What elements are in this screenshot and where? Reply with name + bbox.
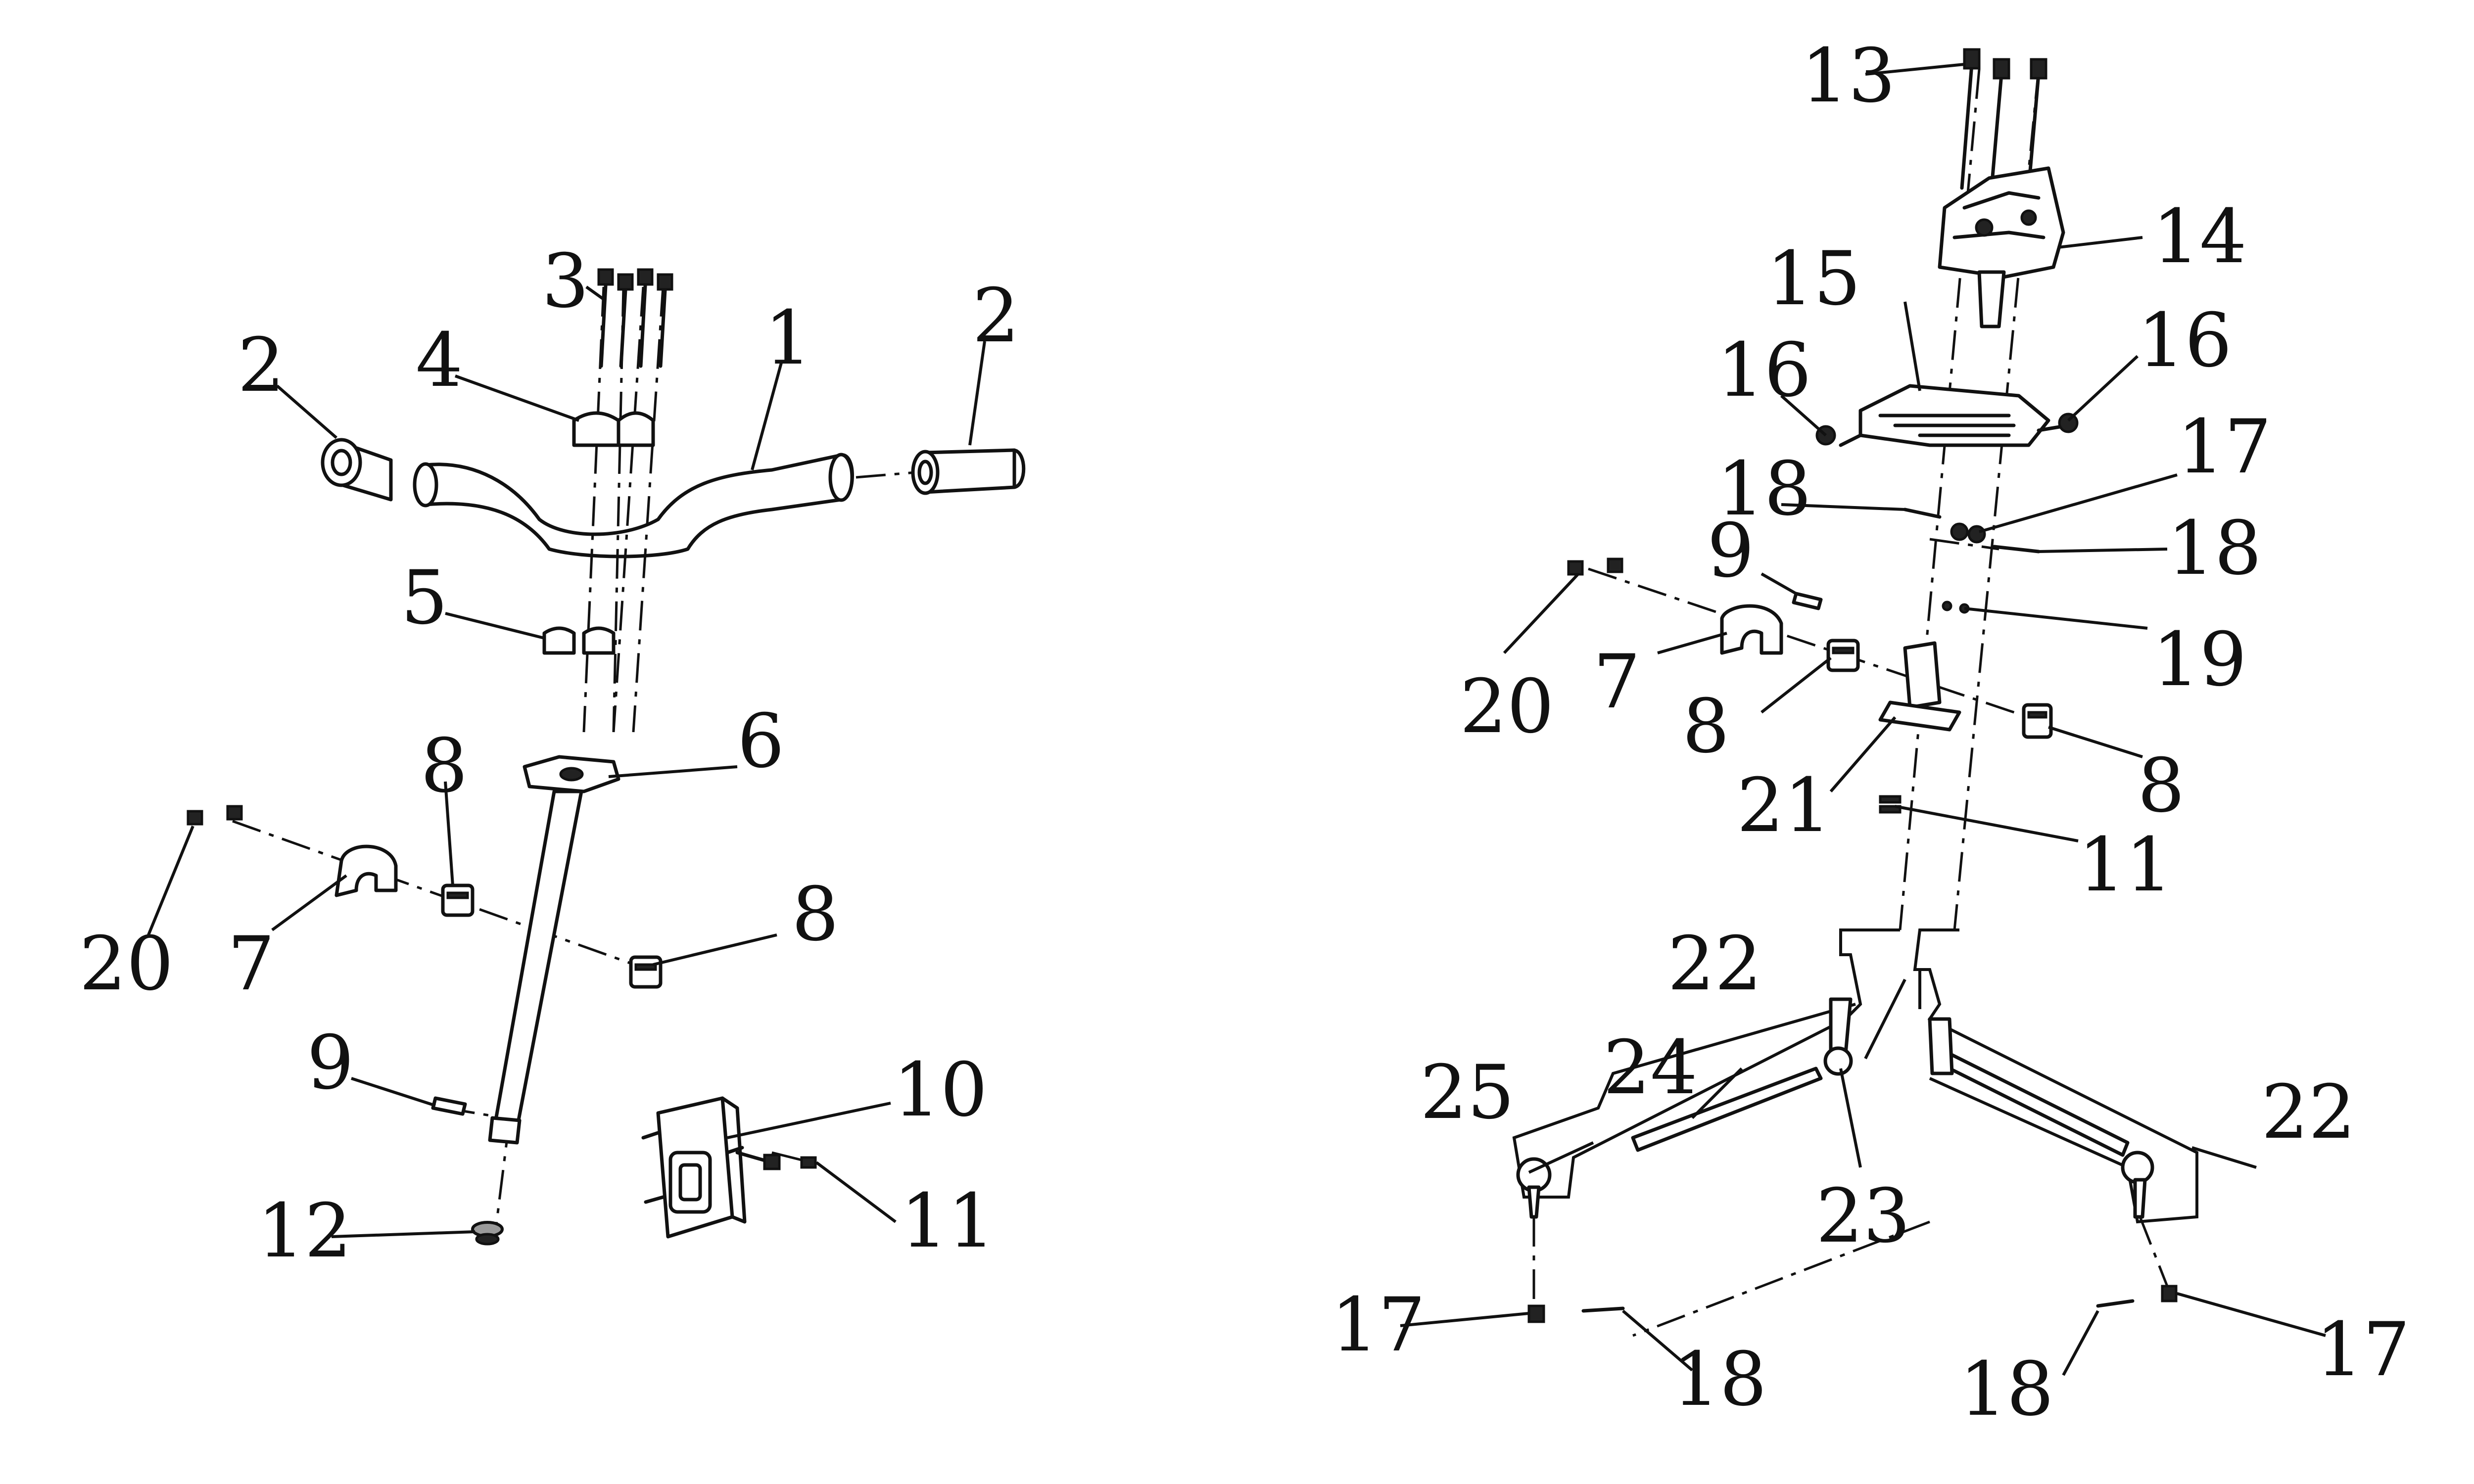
callout-2-left-a: 2	[238, 323, 285, 409]
left-bolt-9	[431, 1096, 467, 1116]
callout-16-left: 16	[1717, 327, 1811, 414]
callout-20-left: 20	[79, 921, 174, 1007]
right-leaders	[1400, 63, 2326, 1376]
callout-23: 23	[1816, 1173, 1910, 1259]
right-steering-arm	[1720, 604, 1783, 655]
right-assembly: 13 14 15 16 16 17 18 18 9 20 7 8 8 19 21…	[1331, 33, 2410, 1433]
right-bolts-20	[1567, 557, 1623, 576]
callout-8-left-a: 8	[421, 723, 468, 809]
coupling	[1878, 641, 1961, 732]
control-module	[641, 1096, 781, 1239]
callout-2-left-b: 2	[972, 273, 1019, 359]
left-screw-11	[800, 1156, 817, 1169]
left-leaders	[147, 285, 986, 1238]
callout-16-right: 16	[2138, 298, 2232, 384]
callout-18-lower-right: 18	[1959, 1346, 2054, 1433]
right-callouts: 13 14 15 16 16 17 18 18 9 20 7 8 8 19 21…	[1331, 33, 2410, 1433]
callout-25: 25	[1420, 1050, 1515, 1136]
tie-rod-right	[1928, 1017, 2154, 1219]
right-bushing-a	[1826, 639, 1860, 672]
callout-22-right: 22	[2261, 1069, 2356, 1156]
callout-11-right: 11	[2078, 822, 2173, 908]
callout-12-left: 12	[257, 1188, 352, 1274]
callout-19: 19	[2152, 617, 2247, 703]
left-callouts: 3 2 2 4 1 5 6 8 7 20 8 9 10 11 12	[79, 238, 1019, 1274]
callout-18-lower-left: 18	[1672, 1337, 1767, 1423]
callout-17-lower-right: 17	[2316, 1307, 2410, 1393]
callout-11-left: 11	[901, 1178, 995, 1264]
lower-clamps	[542, 626, 616, 655]
right-screw-11	[1879, 795, 1902, 814]
handlebar	[413, 453, 916, 558]
callout-4-left: 4	[416, 318, 463, 404]
tie-rod-left	[1516, 997, 1853, 1219]
callout-8-right-a: 8	[1682, 684, 1729, 770]
callout-10-left: 10	[893, 1047, 988, 1133]
callout-6-left: 6	[737, 698, 784, 785]
grip-right	[911, 448, 1026, 495]
callout-18-upper-left: 18	[1717, 446, 1811, 532]
callout-9-right: 9	[1707, 508, 1754, 594]
callout-1-left: 1	[764, 295, 811, 381]
callout-7-right: 7	[1593, 639, 1640, 725]
grip-left	[321, 438, 393, 502]
callout-14: 14	[2152, 194, 2247, 280]
steering-plate	[523, 755, 620, 793]
right-lower-hardware	[1527, 1216, 2178, 1323]
right-bolts-13	[1960, 48, 2047, 190]
right-pins-18	[1903, 508, 2041, 554]
callout-24: 24	[1603, 1025, 1698, 1111]
upper-clamps	[572, 411, 655, 447]
callout-20-right: 20	[1460, 664, 1554, 750]
right-bushing-b	[2022, 703, 2053, 739]
callout-17-lower-left: 17	[1331, 1282, 1426, 1368]
steering-head	[1938, 166, 2065, 328]
callout-8-left-b: 8	[792, 872, 839, 958]
callout-21: 21	[1737, 763, 1831, 849]
steering-arm	[334, 844, 398, 897]
plate-bolt-16-right	[2058, 413, 2079, 433]
lower-nut	[471, 1221, 504, 1246]
right-bolt-9	[1792, 592, 1823, 610]
callout-3-left: 3	[542, 238, 589, 325]
bushing-a	[441, 883, 475, 917]
callout-7-left: 7	[228, 921, 275, 1007]
bushing-b	[629, 955, 663, 989]
callout-15: 15	[1766, 236, 1861, 322]
callout-5-left: 5	[401, 555, 448, 641]
callout-13: 13	[1801, 33, 1896, 119]
callout-8-right-b: 8	[2138, 743, 2185, 829]
callout-17-upper: 17	[2177, 404, 2272, 490]
left-bolt-20	[187, 805, 243, 826]
callout-18-upper-right: 18	[2167, 506, 2262, 592]
callout-22-left: 22	[1667, 921, 1762, 1007]
steering-shaft	[488, 789, 583, 1145]
callout-9-left: 9	[307, 1020, 354, 1106]
handlebar-bolts	[597, 268, 673, 368]
mounting-plate	[1839, 384, 2070, 447]
left-assembly: 3 2 2 4 1 5 6 8 7 20 8 9 10 11 12	[79, 238, 1026, 1274]
